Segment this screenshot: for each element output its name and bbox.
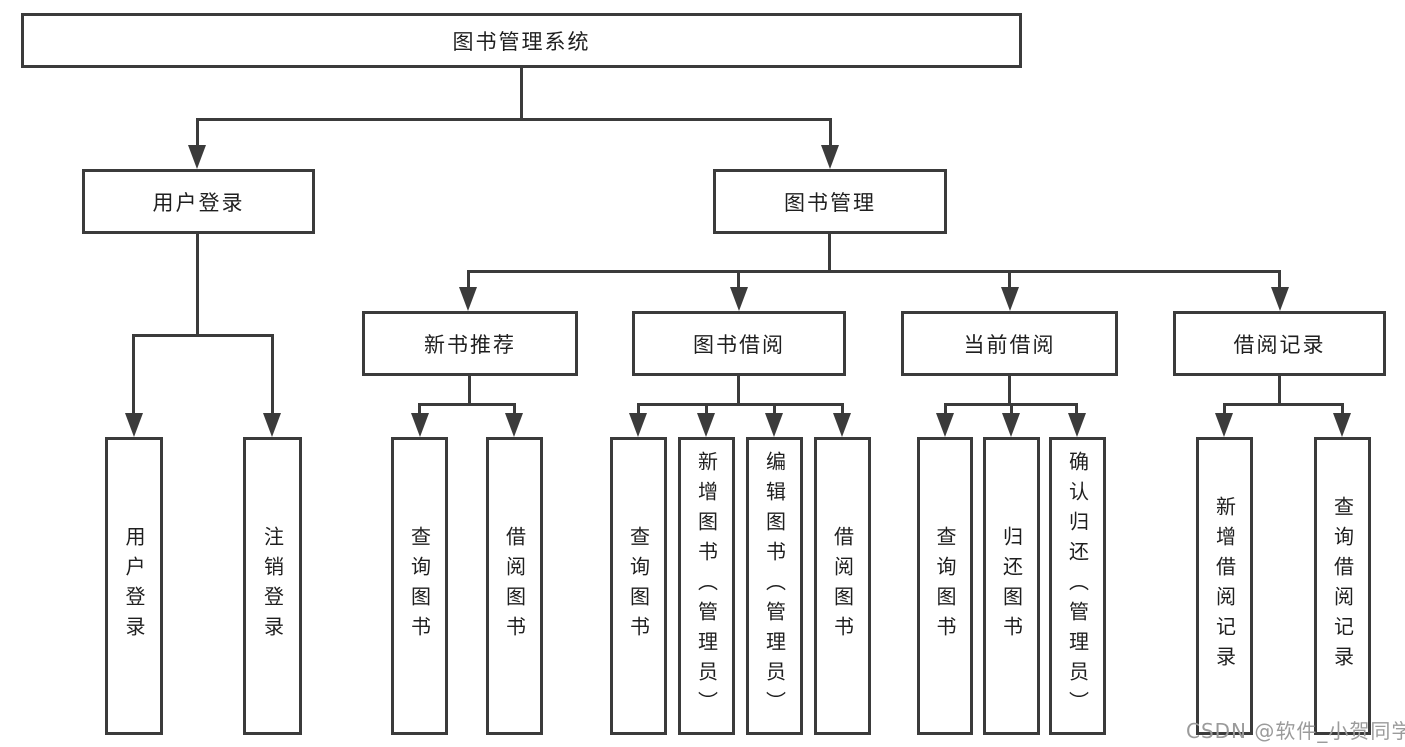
leaf-edit-book-admin: 编辑图书（管理员） xyxy=(746,437,803,735)
leaf-query-borrow-record-label: 查询借阅记录 xyxy=(1330,496,1355,676)
leaf-confirm-return-admin-label: 确认归还（管理员） xyxy=(1065,451,1090,721)
connector-vline xyxy=(513,403,516,416)
arrow-down-icon xyxy=(505,413,523,437)
connector-vline xyxy=(1010,403,1013,416)
connector-vline xyxy=(737,374,740,406)
arrow-down-icon xyxy=(936,413,954,437)
node-book-management: 图书管理 xyxy=(713,169,947,234)
connector-vline xyxy=(196,232,199,336)
connector-vline xyxy=(467,270,470,289)
connector-vline xyxy=(737,270,740,289)
node-borrow-records-label: 借阅记录 xyxy=(1233,332,1326,357)
leaf-borrow-book: 借阅图书 xyxy=(814,437,871,735)
node-user-login-label: 用户登录 xyxy=(152,190,245,215)
leaf-query-book-current-label: 查询图书 xyxy=(933,526,957,646)
node-book-borrow: 图书借阅 xyxy=(632,311,846,376)
leaf-user-login-label: 用户登录 xyxy=(122,526,146,646)
leaf-query-book-borrow-label: 查询图书 xyxy=(626,526,651,646)
arrow-down-icon xyxy=(765,413,783,437)
node-root-label: 图书管理系统 xyxy=(452,29,591,54)
leaf-add-borrow-record-label: 新增借阅记录 xyxy=(1212,496,1237,676)
arrow-down-icon xyxy=(1001,287,1019,311)
leaf-edit-book-admin-label: 编辑图书（管理员） xyxy=(762,451,787,721)
connector-vline xyxy=(132,334,135,414)
csdn-watermark: CSDN @软件_小贺同学 xyxy=(1186,719,1405,743)
arrow-down-icon xyxy=(697,413,715,437)
arrow-down-icon xyxy=(459,287,477,311)
connector-hline xyxy=(132,334,273,337)
connector-vline xyxy=(705,403,708,416)
leaf-return-book: 归还图书 xyxy=(983,437,1040,735)
leaf-confirm-return-admin: 确认归还（管理员） xyxy=(1049,437,1106,735)
leaf-query-book-current: 查询图书 xyxy=(917,437,973,735)
connector-vline xyxy=(773,403,776,416)
arrow-down-icon xyxy=(411,413,429,437)
connector-vline xyxy=(1278,270,1281,289)
arrow-down-icon xyxy=(1068,413,1086,437)
connector-hline xyxy=(196,118,832,121)
leaf-add-book-admin-label: 新增图书（管理员） xyxy=(694,451,719,721)
leaf-logout-label: 注销登录 xyxy=(260,526,285,646)
connector-vline xyxy=(637,403,640,416)
leaf-borrow-book-label: 借阅图书 xyxy=(830,526,855,646)
arrow-down-icon xyxy=(1333,413,1351,437)
leaf-query-book-borrow: 查询图书 xyxy=(610,437,667,735)
node-borrow-records: 借阅记录 xyxy=(1173,311,1386,376)
arrow-down-icon xyxy=(125,413,143,437)
leaf-logout: 注销登录 xyxy=(243,437,302,735)
leaf-query-borrow-record: 查询借阅记录 xyxy=(1314,437,1371,735)
connector-vline xyxy=(841,403,844,416)
node-book-borrow-label: 图书借阅 xyxy=(693,332,785,357)
connector-vline xyxy=(1008,270,1011,289)
connector-vline xyxy=(1223,403,1226,416)
arrow-down-icon xyxy=(833,413,851,437)
connector-vline xyxy=(418,403,421,416)
leaf-add-borrow-record: 新增借阅记录 xyxy=(1196,437,1253,735)
leaf-add-book-admin: 新增图书（管理员） xyxy=(678,437,735,735)
arrow-down-icon xyxy=(629,413,647,437)
arrow-down-icon xyxy=(263,413,281,437)
arrow-down-icon xyxy=(188,145,206,169)
arrow-down-icon xyxy=(821,145,839,169)
connector-vline xyxy=(1341,403,1344,416)
connector-vline xyxy=(271,334,274,414)
connector-vline xyxy=(196,118,199,146)
node-new-book-recommend: 新书推荐 xyxy=(362,311,578,376)
connector-hline xyxy=(1223,403,1344,406)
arrow-down-icon xyxy=(1271,287,1289,311)
arrow-down-icon xyxy=(1002,413,1020,437)
node-root: 图书管理系统 xyxy=(21,13,1022,68)
node-current-borrow-label: 当前借阅 xyxy=(963,332,1056,357)
connector-hline xyxy=(637,403,844,406)
node-book-management-label: 图书管理 xyxy=(784,190,876,215)
connector-vline xyxy=(1075,403,1078,416)
arrow-down-icon xyxy=(1215,413,1233,437)
connector-vline xyxy=(520,66,523,120)
leaf-return-book-label: 归还图书 xyxy=(999,526,1024,646)
connector-vline xyxy=(1008,374,1011,406)
leaf-query-book-recommend-label: 查询图书 xyxy=(407,526,432,646)
leaf-borrow-book-recommend: 借阅图书 xyxy=(486,437,543,735)
leaf-borrow-book-recommend-label: 借阅图书 xyxy=(502,526,527,646)
connector-vline xyxy=(1278,374,1281,406)
connector-vline xyxy=(468,374,471,406)
connector-vline xyxy=(944,403,947,416)
connector-vline xyxy=(828,232,831,273)
connector-hline xyxy=(418,403,516,406)
node-user-login: 用户登录 xyxy=(82,169,315,234)
leaf-query-book-recommend: 查询图书 xyxy=(391,437,448,735)
connector-hline xyxy=(467,270,1281,273)
connector-vline xyxy=(829,118,832,146)
node-new-book-recommend-label: 新书推荐 xyxy=(424,332,516,357)
leaf-user-login: 用户登录 xyxy=(105,437,163,735)
node-current-borrow: 当前借阅 xyxy=(901,311,1118,376)
arrow-down-icon xyxy=(730,287,748,311)
